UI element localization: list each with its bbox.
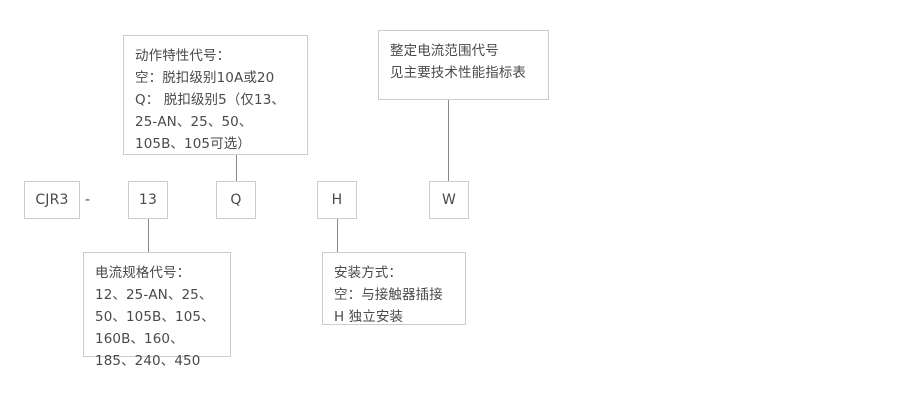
note-mounting-method: 安装方式： 空：与接触器插接 H 独立安装: [322, 252, 466, 325]
code-box-mounting: H: [317, 181, 357, 219]
code-box-series: CJR3: [24, 181, 80, 219]
note-action-characteristic: 动作特性代号： 空：脱扣级别10A或20 Q： 脱扣级别5（仅13、25-AN、…: [123, 35, 308, 155]
code-separator-dash: -: [85, 192, 91, 208]
code-box-action-characteristic: Q: [216, 181, 256, 219]
code-box-current-range: W: [429, 181, 469, 219]
connector-action-to-q: [236, 155, 237, 181]
note-current-spec: 电流规格代号： 12、25-AN、25、50、105B、105、160B、160…: [83, 252, 231, 369]
code-box-current-spec: 13: [128, 181, 168, 219]
note-current-range: 整定电流范围代号 见主要技术性能指标表: [378, 30, 549, 100]
connector-h-to-mount-note: [337, 219, 338, 252]
connector-range-to-w: [448, 100, 449, 181]
connector-13-to-spec-note: [148, 219, 149, 252]
